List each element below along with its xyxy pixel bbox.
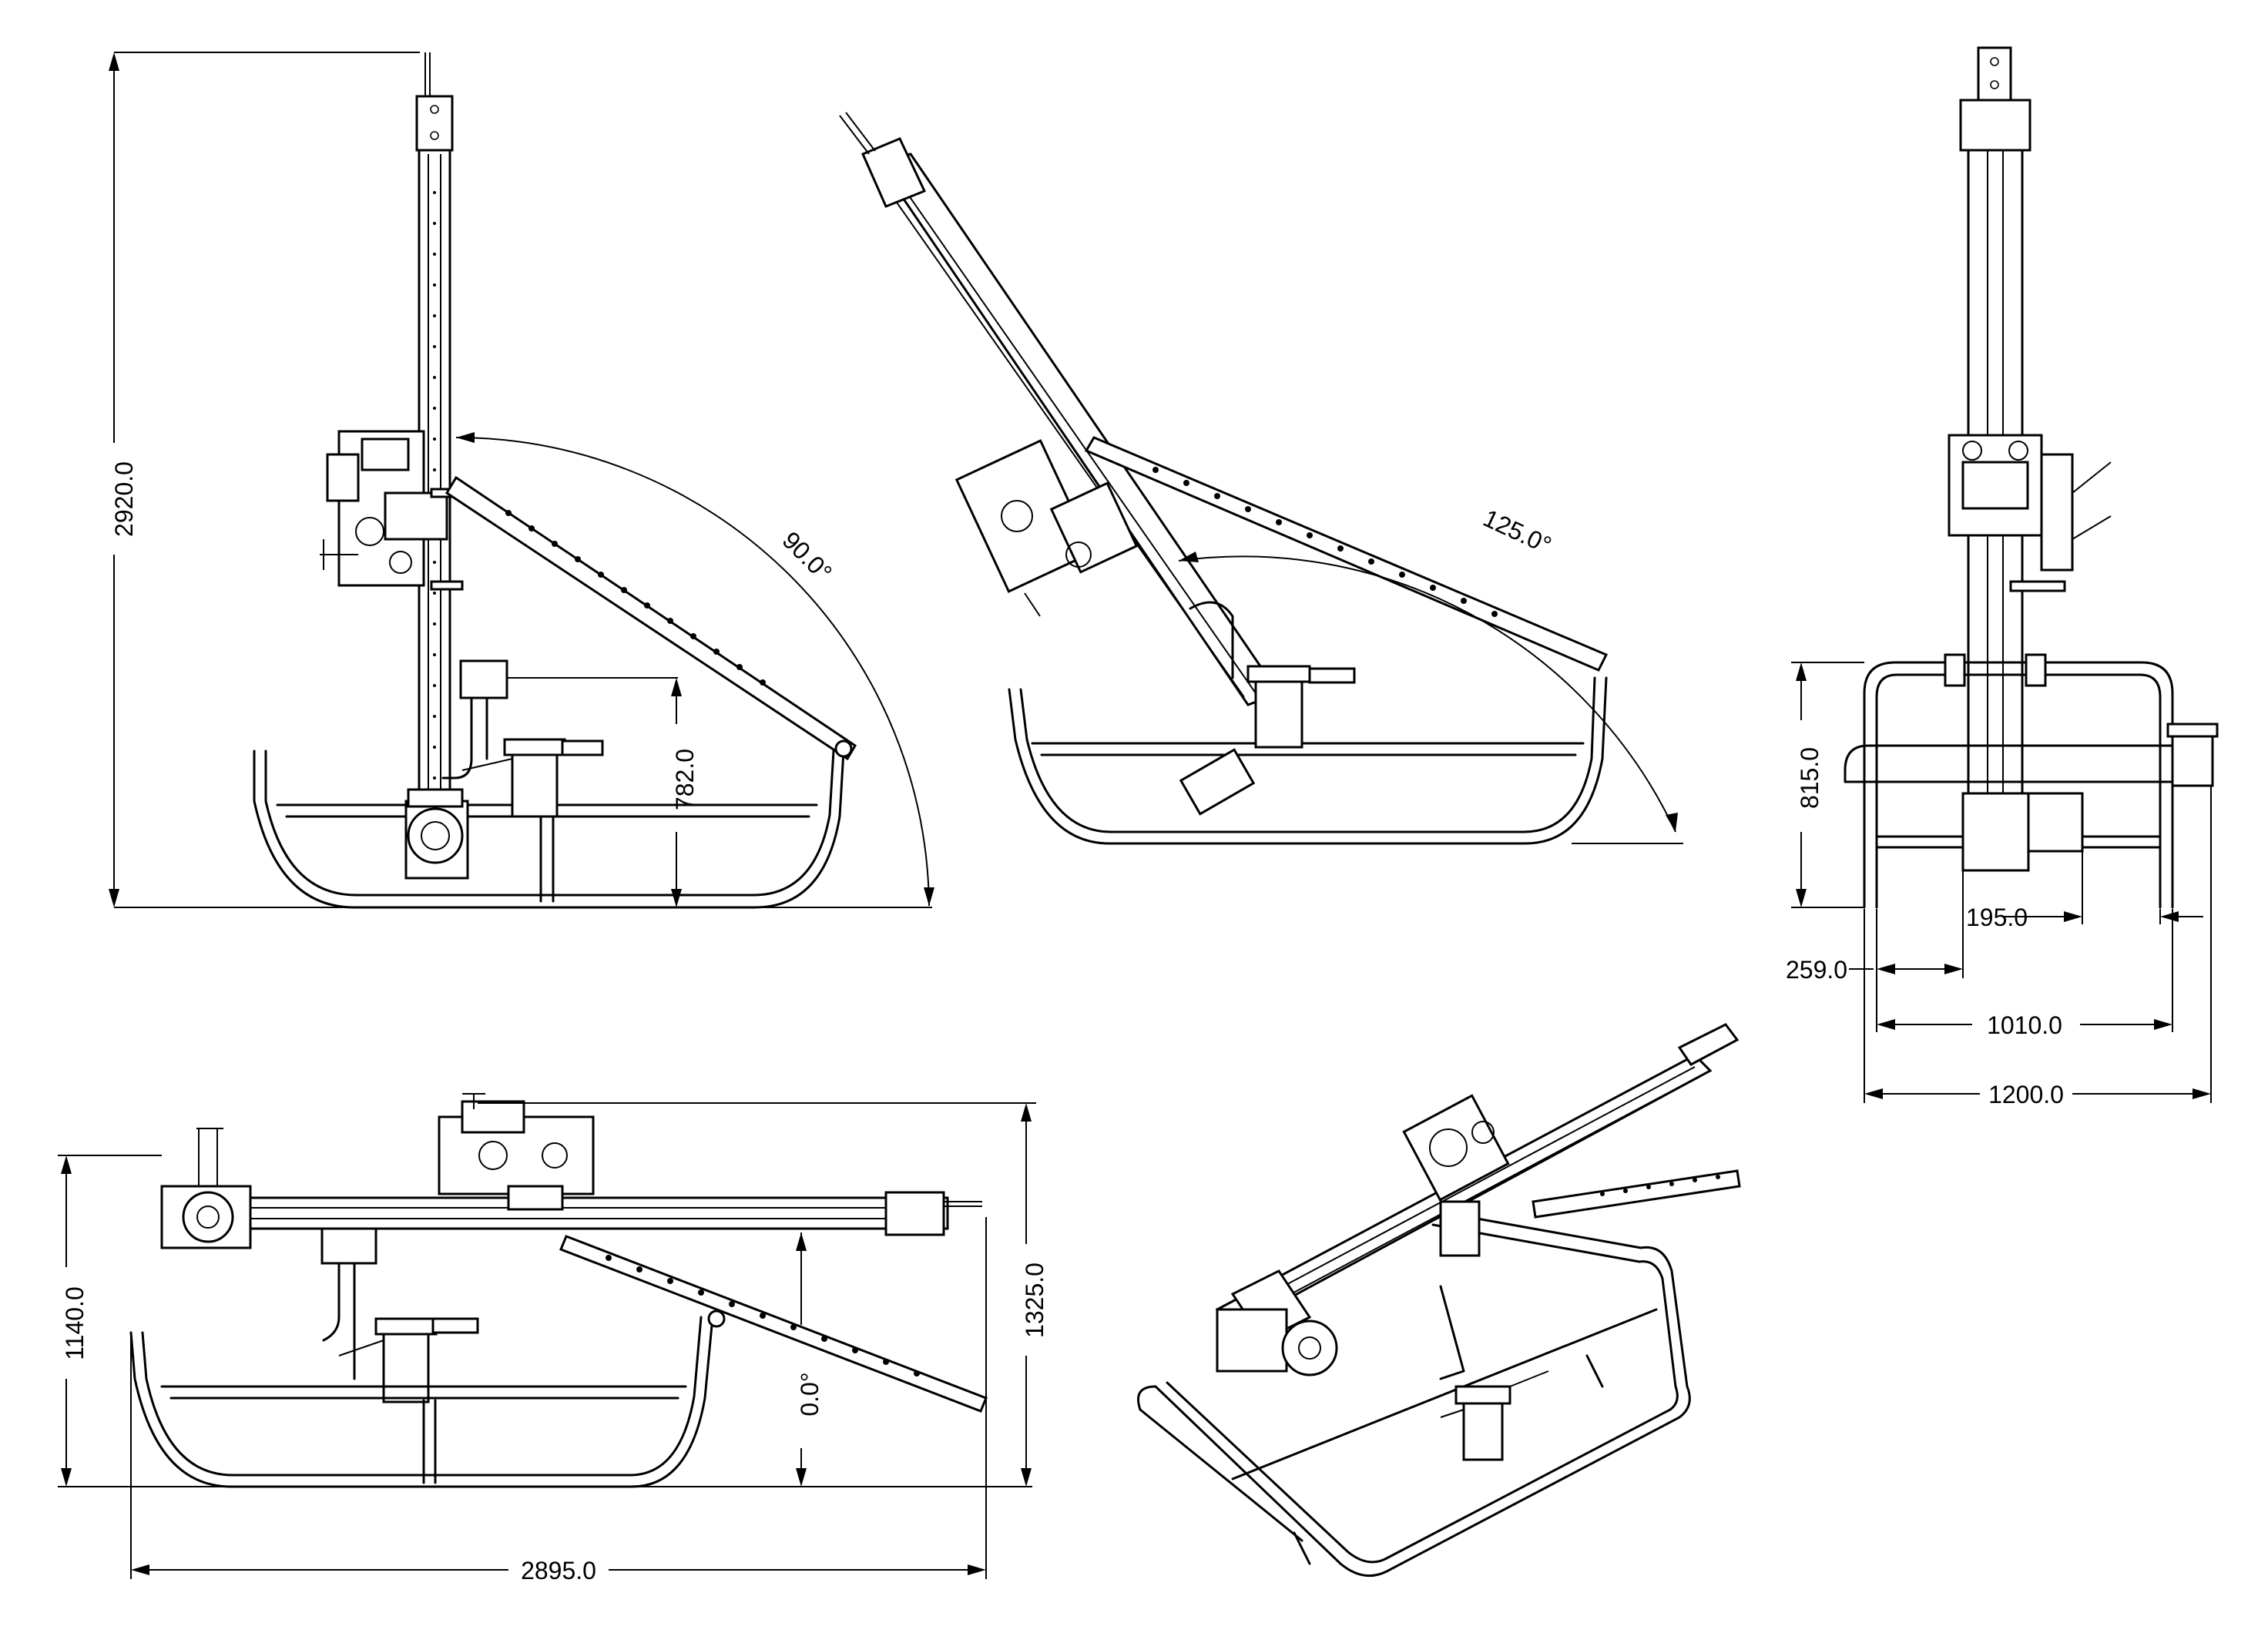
drill-head-inclined xyxy=(955,439,1139,617)
dimension-label-1200: 1200.0 xyxy=(1988,1081,2064,1108)
dimension-label-195: 195.0 xyxy=(1966,904,2028,931)
dimension-label-2895: 2895.0 xyxy=(521,1557,596,1584)
water-filter-inclined xyxy=(1179,601,1356,816)
angle-label-0: 0.0° xyxy=(796,1372,824,1416)
dimension-1140: 1140.0 xyxy=(58,1155,1032,1487)
mast-inclined xyxy=(839,112,1281,706)
water-filter xyxy=(441,659,604,818)
isometric-view xyxy=(1137,1023,1741,1578)
dimension-label-1140: 1140.0 xyxy=(61,1286,89,1360)
iso-brace xyxy=(1532,1169,1741,1219)
angle-label-125: 125.0° xyxy=(1479,504,1555,559)
dimension-horizontal-angle: 0.0° xyxy=(796,1232,824,1487)
side-view-vertical: 2920.0 782.0 90.0° xyxy=(109,52,934,909)
dimension-label-1325: 1325.0 xyxy=(1021,1262,1048,1338)
dimension-front-195: 195.0 xyxy=(1966,847,2203,931)
dimension-front-259: 259.0 xyxy=(1786,870,1964,984)
dimension-hopper-height: 782.0 xyxy=(493,677,699,907)
front-view: 815.0 195.0 259.0 1 xyxy=(1786,46,2219,1108)
side-view-inclined: 125.0° xyxy=(839,112,1683,845)
angle-label-90: 90.0° xyxy=(777,526,838,587)
rotation-head-horizontal xyxy=(160,1128,252,1249)
brace-arm xyxy=(445,475,857,761)
brace-arm-horizontal xyxy=(559,1235,988,1413)
iso-drill-head xyxy=(1402,1094,1510,1257)
iso-rotation-head xyxy=(1216,1308,1338,1376)
dimension-front-height: 815.0 xyxy=(1791,662,1864,908)
drill-head-horizontal xyxy=(438,1093,595,1211)
front-mast xyxy=(1959,46,2031,810)
dimension-label-2920: 2920.0 xyxy=(110,461,138,537)
drill-head xyxy=(320,430,464,591)
dimension-label-259: 259.0 xyxy=(1786,956,1847,984)
iso-water-filter xyxy=(1440,1370,1549,1461)
front-lower-assembly xyxy=(1961,723,2219,872)
front-drill-head xyxy=(1948,434,2112,592)
dimension-label-1010: 1010.0 xyxy=(1987,1011,2062,1039)
dimension-1325: 1325.0 xyxy=(478,1102,1048,1487)
tub-frame-2 xyxy=(1008,676,1608,845)
dimension-label-815: 815.0 xyxy=(1796,747,1823,809)
mast xyxy=(415,52,454,806)
dimension-front-1010: 1010.0 xyxy=(1876,909,2173,1039)
dimension-label-782: 782.0 xyxy=(671,749,699,810)
dimension-2895: 2895.0 xyxy=(130,1217,987,1584)
dimension-front-1200: 1200.0 xyxy=(1864,786,2212,1108)
rotation-motor xyxy=(407,788,464,864)
dimension-total-height: 2920.0 xyxy=(109,52,932,908)
brace-arm-inclined xyxy=(1084,436,1609,672)
side-view-horizontal: 0.0° 1140.0 1325.0 xyxy=(58,1093,1048,1584)
angle-arc-90: 90.0° xyxy=(455,432,934,907)
iso-frame xyxy=(1137,1208,1691,1578)
water-filter-horizontal xyxy=(320,1227,479,1403)
